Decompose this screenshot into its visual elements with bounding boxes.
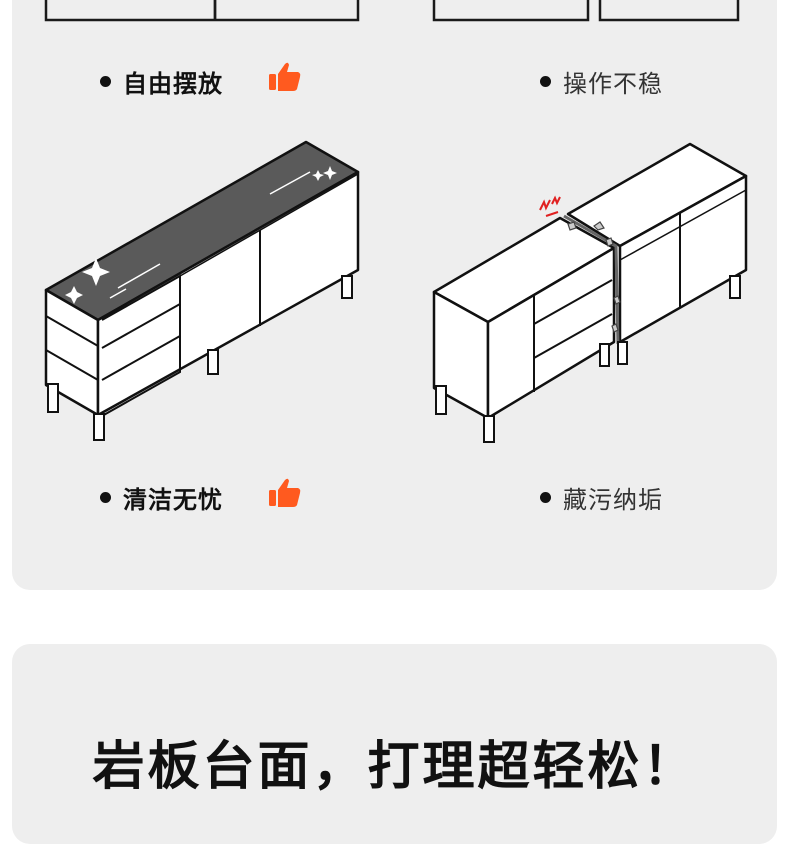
cabinet-split-top-illustration xyxy=(432,142,748,443)
bullet-icon xyxy=(100,76,111,87)
bullet-icon xyxy=(100,492,111,503)
bullet-icon xyxy=(540,76,551,87)
thumbs-up-icon xyxy=(269,62,301,91)
page-headline: 岩板台面，打理超轻松！ xyxy=(92,737,698,797)
bullet-icon xyxy=(540,492,551,503)
thumbs-up-icon xyxy=(269,478,301,507)
feature-easy-cleaning: 清洁无忧 xyxy=(100,480,223,515)
cabinet-top-left-partial xyxy=(44,0,360,22)
feature-free-placement: 自由摆放 xyxy=(100,64,223,99)
cabinet-top-right-partial xyxy=(432,0,740,22)
feature-unstable-operation: 操作不稳 xyxy=(540,64,663,99)
cabinet-slab-top-illustration xyxy=(44,140,360,441)
feature-traps-dirt: 藏污纳垢 xyxy=(540,480,663,515)
